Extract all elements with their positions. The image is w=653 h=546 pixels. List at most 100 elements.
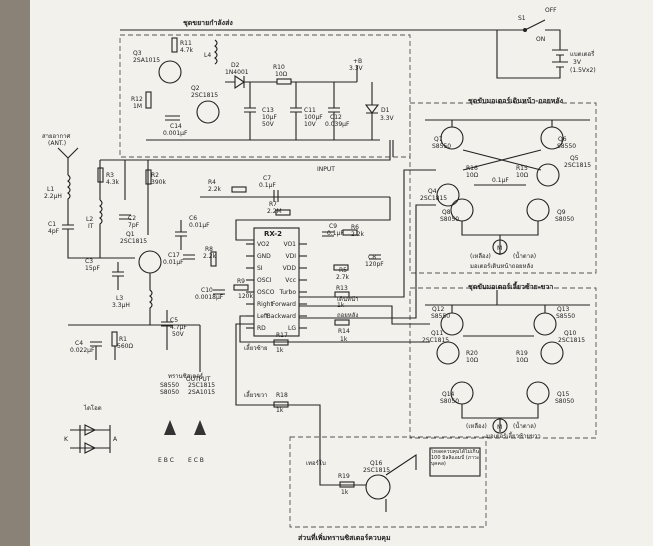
antenna-label: สายอากาศ (42, 133, 71, 140)
c10-label: C10 (201, 287, 213, 294)
q8-type: S8050 (440, 216, 459, 223)
ic-pin-right-7: Backward (267, 313, 297, 320)
l3-label: L3 (116, 295, 123, 302)
r2-value: 390k (151, 179, 166, 186)
l2-label: L2 (86, 216, 93, 223)
ic-pin-left-8: RD (257, 325, 266, 332)
legend-diode-symbol (70, 424, 111, 454)
motor-front-right-note: (น้ำตาล) (513, 250, 536, 260)
c9-value: 0.1μF (327, 230, 344, 237)
c11-voltage: 10V (304, 121, 317, 128)
r1-label: R1 (119, 336, 127, 343)
rf-ground-wire (68, 324, 200, 360)
q10-transistor (540, 341, 564, 365)
c6-capacitor (175, 220, 187, 250)
q2-type: 2SC1815 (191, 92, 218, 99)
c2-capacitor (119, 214, 131, 220)
q5-transistor (536, 163, 560, 187)
c8-value: 120pF (365, 261, 384, 268)
block-amp-label: ชุดขยายกำลังส่ง (183, 19, 233, 27)
c3-label: C3 (85, 258, 93, 265)
battery-cells: (1.5Vx2) (570, 67, 596, 74)
c5-label: C5 (170, 317, 178, 324)
r12-resistor (145, 91, 152, 109)
l1-value: 2.2μH (44, 193, 62, 200)
r9-value: 120k (238, 293, 253, 300)
c6-value: 0.01μF (189, 222, 210, 229)
q12-type: S8550 (431, 313, 450, 320)
q16-transistor (365, 474, 391, 500)
r12-label: R12 (131, 96, 143, 103)
legend-pins-b: E C B (188, 457, 204, 464)
turbo-switch-label: เทอร์โบ (306, 459, 326, 467)
r5-resistor (333, 264, 349, 271)
motor-front-hbridge (425, 119, 590, 255)
d2-type: 1N4001 (225, 69, 249, 76)
l2-value: IT (88, 223, 94, 230)
r17-value: 1k (276, 347, 284, 354)
motor-front-cap: 0.1μF (492, 177, 509, 184)
c13-voltage: 50V (262, 121, 275, 128)
backward-switch-label: ถอยหลัง (337, 312, 358, 319)
c2-value: 7pF (128, 222, 140, 229)
c7-capacitor (273, 190, 279, 202)
antenna-sub: (ANT.) (48, 140, 66, 147)
c17-capacitor (183, 254, 195, 260)
c1-label: C1 (48, 221, 56, 228)
r6-resistor (342, 229, 358, 236)
legend-transistor-label: ทรานซิสเตอร์ (168, 372, 204, 380)
c12-capacitor (328, 82, 340, 140)
ic-signal-wire (200, 196, 391, 241)
r14-value: 1k (340, 336, 348, 343)
r14-resistor (334, 319, 350, 326)
ic-pin-left-2: GND (257, 253, 271, 260)
r8-resistor (210, 251, 217, 267)
r3-label: R3 (106, 172, 114, 179)
r3-value: 4.3k (106, 179, 120, 186)
q16-type: 2SC1815 (363, 467, 390, 474)
motor-front-m-label: M (497, 245, 502, 252)
r18-resistor (273, 401, 289, 408)
input-label: INPUT (317, 166, 335, 173)
q2-label: Q2 (191, 85, 200, 92)
motor-steer-wires (425, 290, 590, 432)
c14-label: C14 (170, 123, 182, 130)
battery-label: แบตเตอรี่ (570, 50, 595, 58)
ic-pin-right-2: VDI (286, 253, 297, 260)
q15-type: S8050 (555, 398, 574, 405)
q15-label: Q15 (557, 391, 570, 398)
rf-supply-wire (99, 140, 391, 235)
c5-capacitor (161, 310, 173, 350)
d2-label: D2 (231, 62, 240, 69)
c6-label: C6 (189, 215, 197, 222)
r16-label: R16 (466, 165, 478, 172)
c3-value: 15pF (85, 265, 100, 272)
book-binding (0, 0, 30, 546)
d1-value: 3.3V (380, 115, 395, 122)
block-extra-box (289, 436, 487, 528)
c5-value: 4.7μF (170, 324, 187, 331)
load-box (429, 447, 481, 477)
c10-capacitor (213, 289, 225, 295)
ic-pin-right-4: Vcc (285, 277, 296, 284)
q10-label: Q10 (564, 330, 577, 337)
control-wires (235, 169, 436, 486)
q11-type: 2SC1815 (422, 337, 449, 344)
ic-pin-right-6: Forward (272, 301, 296, 308)
battery-voltage: 3V (573, 59, 582, 66)
c2-label: C2 (128, 215, 136, 222)
load-note: โหลดควบคุมได้ไม่เกิน 100 มิลลิแอมป์ (ภาว… (431, 449, 480, 467)
legend-type-npn: S8050 (160, 389, 179, 396)
c4-label: C4 (75, 340, 83, 347)
q5-type: 2SC1815 (564, 162, 591, 169)
left-switch-label: เลี้ยวซ้าย (244, 342, 268, 352)
l3-inductor (149, 273, 153, 325)
c14-capacitor (165, 115, 180, 121)
q9-type: S8050 (555, 216, 574, 223)
block-motor-front-box (409, 102, 597, 274)
block-motor-steer-box (409, 287, 597, 439)
r10-label: R10 (273, 64, 285, 71)
